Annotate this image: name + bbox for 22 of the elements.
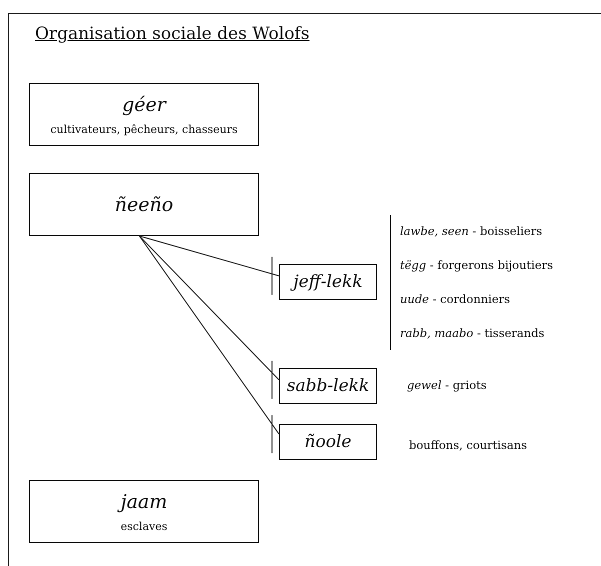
connector-line (138, 236, 280, 296)
class-box (29, 173, 259, 236)
class-box (29, 480, 259, 543)
occupation-text: bouffons, courtisans (409, 438, 528, 452)
class-name: sabb-lekk (286, 375, 370, 398)
caste-box (279, 264, 377, 300)
occupation-text: rabb, maabo - tisserands (400, 326, 544, 340)
occupation-text: lawbe, seen - boisseliers (400, 224, 542, 238)
class-name: ñoole (304, 431, 352, 454)
class-name: géer (122, 92, 166, 116)
caste-box (279, 424, 377, 460)
connector-line (138, 236, 280, 454)
occupation-text: uude - cordonniers (400, 292, 510, 306)
caste-box (279, 368, 377, 404)
class-box (29, 83, 259, 146)
description-text: cultivateurs, pêcheurs, chasseurs (50, 122, 238, 136)
diagram-title: Organisation sociale des Wolofs (35, 24, 310, 44)
connector-line (138, 236, 280, 400)
class-name: ñeeño (114, 192, 174, 216)
occupation-text: tëgg - forgerons bijoutiers (400, 258, 554, 272)
description-text: esclaves (120, 520, 168, 534)
occupation-text: gewel - griots (407, 378, 487, 392)
